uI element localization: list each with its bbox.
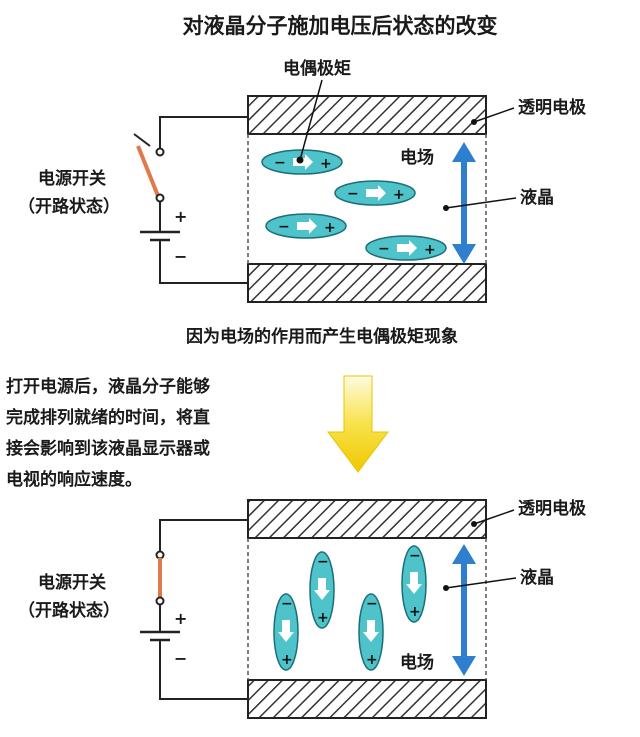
top-electrode-upper (247, 95, 487, 135)
top-dipole-label: 电偶极矩 (283, 58, 351, 79)
top-diagram: − + − + − + − + 电偶极矩 (18, 58, 586, 303)
note-line-1: 打开电源后，液晶分子能够 (6, 376, 210, 397)
top-minus-sign: − (174, 247, 187, 266)
bottom-switch-label-2: （开路状态） (18, 600, 120, 621)
bottom-electrode-upper (247, 499, 487, 539)
svg-text:−: − (347, 186, 359, 202)
bottom-molecule-4: − + (401, 545, 427, 623)
bottom-diagram: − + − + − + − + 透明电极 (18, 498, 586, 719)
bottom-lc-label: 液晶 (520, 567, 554, 588)
note-line-4: 电视的响应速度。 (6, 469, 142, 490)
bottom-field-label: 电场 (400, 652, 434, 673)
top-lc-label: 液晶 (520, 187, 554, 208)
down-arrow-icon (327, 375, 389, 473)
bottom-switch-label-1: 电源开关 (38, 572, 106, 593)
bottom-molecule-2: − + (309, 551, 335, 629)
svg-text:−: − (281, 596, 293, 612)
top-switch-label-2: （开路状态） (18, 196, 120, 217)
svg-text:−: − (278, 219, 290, 235)
top-electrode-label: 透明电极 (518, 97, 586, 118)
bottom-molecule-3: − + (358, 593, 384, 671)
top-field-arrow-icon (452, 142, 476, 264)
svg-text:−: − (409, 548, 421, 564)
top-electrode-lower (247, 263, 487, 303)
svg-text:+: + (409, 604, 421, 620)
top-switch-lever (136, 145, 160, 197)
svg-text:+: + (324, 220, 336, 236)
svg-text:+: + (366, 652, 378, 668)
top-switch-label-1: 电源开关 (38, 168, 106, 189)
top-molecule-4: − + (365, 235, 447, 261)
bottom-electrode-label: 透明电极 (518, 498, 586, 519)
note-line-3: 接会影响到该液晶显示器或 (6, 438, 210, 459)
svg-text:−: − (317, 554, 329, 570)
bottom-minus-sign: − (174, 649, 187, 668)
svg-text:−: − (366, 596, 378, 612)
top-molecule-3: − + (265, 213, 347, 239)
bottom-field-arrow-icon (452, 544, 476, 676)
caption: 因为电场的作用而产生电偶极矩现象 (186, 326, 458, 347)
top-plus-sign: + (174, 207, 187, 226)
svg-text:+: + (320, 156, 332, 172)
bottom-molecule-1: − + (273, 593, 299, 671)
svg-text:+: + (393, 187, 405, 203)
top-field-label: 电场 (400, 147, 434, 168)
svg-text:+: + (281, 652, 293, 668)
svg-text:−: − (274, 155, 286, 171)
bottom-plus-sign: + (174, 609, 187, 628)
bottom-electrode-lower (247, 679, 487, 719)
svg-text:+: + (424, 242, 436, 258)
top-molecule-2: − + (334, 180, 416, 206)
page-title: 对液晶分子施加电压后状态的改变 (183, 14, 498, 38)
note-block: 打开电源后，液晶分子能够 完成排列就绪的时间，将直 接会影响到该液晶显示器或 电… (6, 376, 210, 490)
note-line-2: 完成排列就绪的时间，将直 (6, 407, 210, 428)
svg-text:−: − (378, 241, 390, 257)
svg-text:+: + (317, 610, 329, 626)
